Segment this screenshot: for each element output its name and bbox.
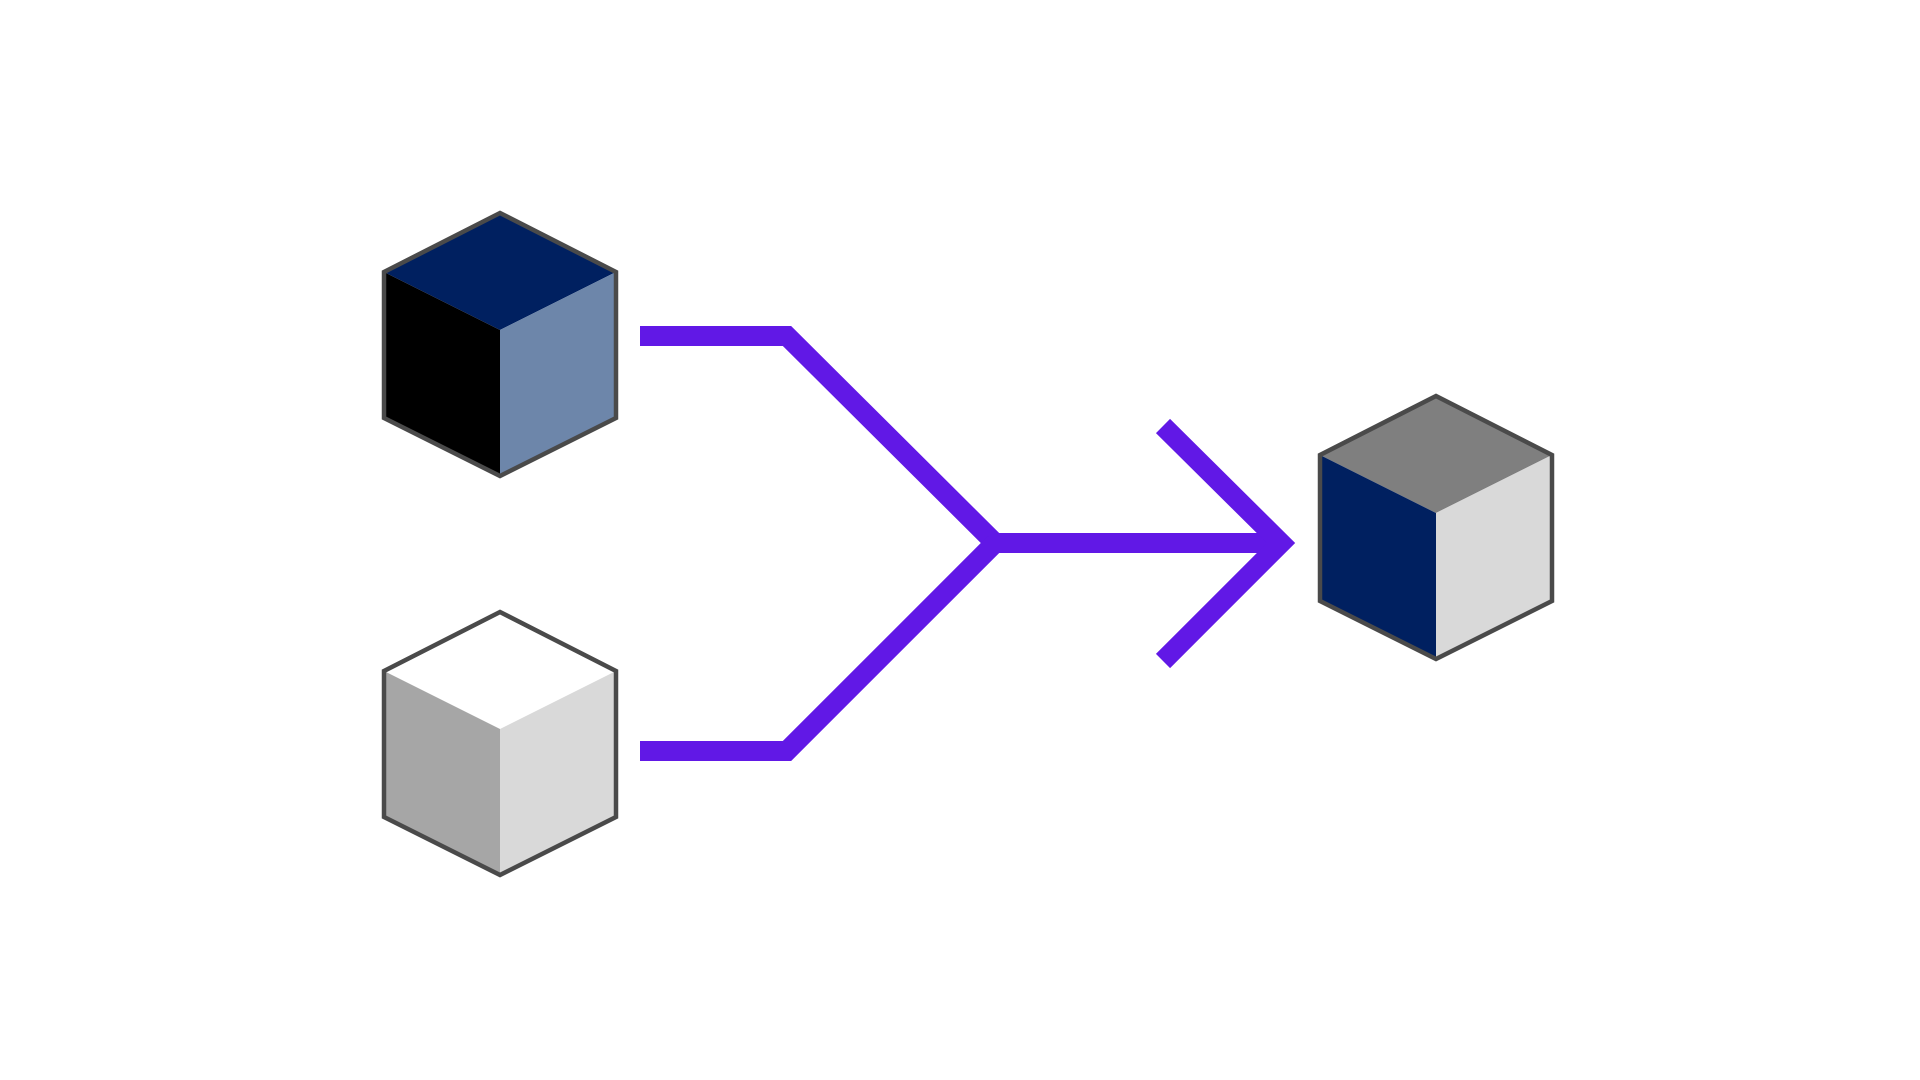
output-cube [1317,393,1555,662]
arrow-head-icon [1155,418,1296,669]
connector-bottom-line [640,535,1003,761]
cube-right-face [500,671,616,875]
cube-top-face [1320,396,1552,513]
input-cube-2 [381,609,619,878]
cube-outline [381,210,619,479]
cube-right-face [1436,455,1552,659]
cube-left-face [384,272,500,476]
cube-left-face [1320,455,1436,659]
cube-top-face [384,612,616,729]
cube-left-face [384,671,500,875]
cube-outline [1317,393,1555,662]
cube-outline [381,609,619,878]
cube-right-face [500,272,616,476]
cube-top-face [384,213,616,330]
input-cube-1 [381,210,619,479]
connector-top-line [640,326,1003,551]
